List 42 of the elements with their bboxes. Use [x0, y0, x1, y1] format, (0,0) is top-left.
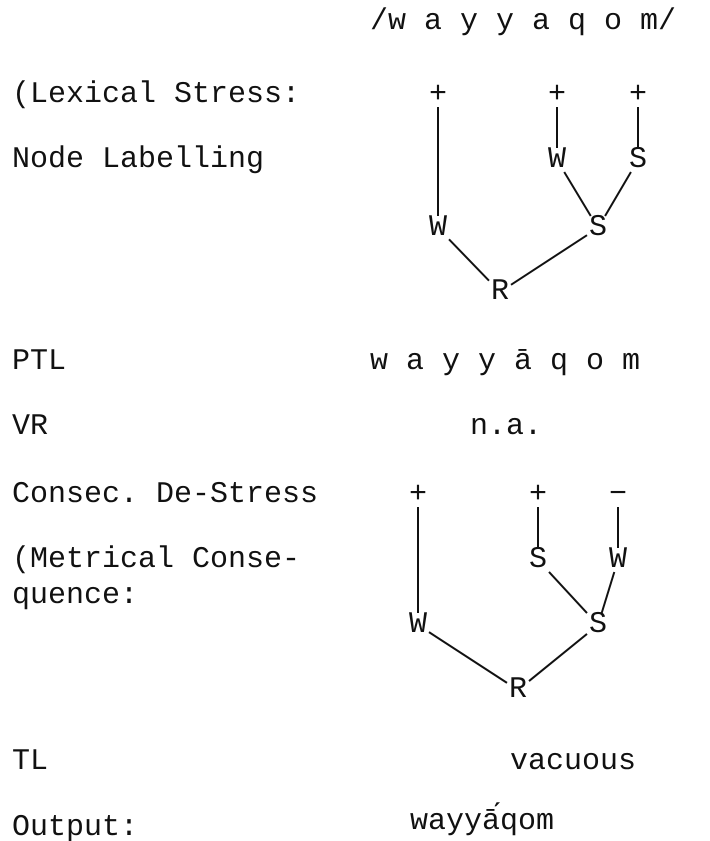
- tree-node-label: +: [627, 80, 650, 110]
- tree-branch: [448, 238, 490, 282]
- tree-branch: [417, 507, 419, 613]
- tree-branch: [548, 571, 588, 614]
- tree-node-label: W: [407, 610, 430, 640]
- tree-node-label: S: [527, 545, 550, 575]
- tree-node-label: −: [607, 480, 630, 510]
- tree-branch: [528, 633, 588, 682]
- row-label: Output:: [12, 812, 138, 841]
- tree-branch: [600, 572, 616, 614]
- tree-node-label: W: [427, 213, 450, 243]
- tree-node-label: S: [627, 145, 650, 175]
- tree-branch: [637, 107, 639, 148]
- tree-node-label: W: [607, 545, 630, 575]
- tree-node-label: +: [546, 80, 568, 110]
- tree-branch: [537, 507, 539, 548]
- tree-branch: [604, 172, 632, 216]
- tree-node-label: S: [587, 213, 610, 243]
- tree-node-label: R: [489, 277, 512, 307]
- row-label: Node Labelling: [12, 144, 264, 176]
- word-form: w a y y ā q o m: [370, 346, 640, 378]
- tree-node-label: +: [407, 480, 430, 510]
- row-label: PTL: [12, 346, 66, 378]
- tree-branch: [556, 107, 558, 148]
- row-label: Consec. De-Stress: [12, 478, 318, 512]
- tree-node-label: +: [427, 80, 450, 110]
- tree-node-label: W: [546, 145, 568, 175]
- row-label: (Lexical Stress:: [12, 78, 300, 112]
- rule-result: vacuous: [510, 746, 636, 778]
- tree-branch: [428, 631, 508, 684]
- row-label: TL: [12, 746, 48, 778]
- tree-branch: [563, 171, 592, 217]
- tree-branch: [510, 234, 588, 286]
- tree-branch: [617, 507, 619, 548]
- row-label: VR: [12, 410, 48, 444]
- tree-branch: [437, 107, 439, 216]
- row-label: (Metrical Conse- quence:: [12, 542, 302, 614]
- phoneme-string: /w a y y a q o m/: [370, 6, 676, 38]
- tree-node-label: R: [507, 675, 530, 705]
- tree-node-label: +: [527, 480, 550, 510]
- tree-node-label: S: [587, 610, 610, 640]
- rule-result: n.a.: [470, 410, 542, 444]
